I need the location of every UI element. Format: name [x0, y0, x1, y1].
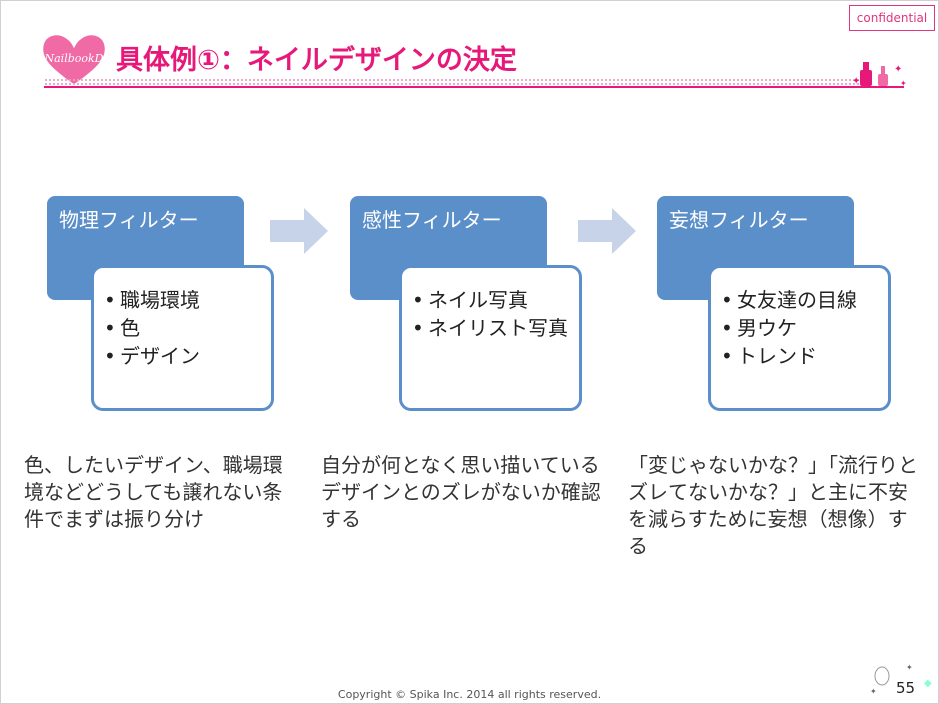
- arrow-right-icon: [270, 208, 328, 254]
- list-item: 色: [104, 314, 261, 342]
- flow-step-1-title: 物理フィルター: [59, 208, 199, 232]
- flow-step-1-list: 職場環境 色 デザイン: [91, 265, 274, 411]
- list-item: 職場環境: [104, 286, 261, 314]
- svg-text:✦: ✦: [852, 76, 860, 87]
- nail-polish-icon: ✦ ✦ ✦: [852, 62, 907, 88]
- arrow-right-icon: [578, 208, 636, 254]
- flow-step-2-list: ネイル写真 ネイリスト写真: [399, 265, 582, 411]
- title-underline: [44, 86, 904, 88]
- list-item: ネイリスト写真: [412, 314, 569, 342]
- description-2: 自分が何となく思い描いているデザインとのズレがないか確認する: [321, 453, 601, 531]
- title-dot-rule: [44, 78, 864, 88]
- list-item: トレンド: [721, 342, 878, 370]
- list-item: 男ウケ: [721, 314, 878, 342]
- svg-text:✦: ✦: [894, 64, 902, 75]
- heart-logo-icon: NailbookD: [40, 32, 108, 88]
- page-title: 具体例①：ネイルデザインの決定: [116, 45, 517, 76]
- list-item: ネイル写真: [412, 286, 569, 314]
- list-item: 女友達の目線: [721, 286, 878, 314]
- copyright-text: Copyright © Spika Inc. 2014 all rights r…: [337, 688, 602, 701]
- flow-step-3-list: 女友達の目線 男ウケ トレンド: [708, 265, 891, 411]
- svg-text:◆: ◆: [924, 678, 932, 689]
- page-number: 55: [896, 679, 916, 697]
- svg-text:✦: ✦: [870, 687, 877, 696]
- flow-step-2-title: 感性フィルター: [362, 208, 502, 232]
- flow-step-3-header: 妄想フィルター: [657, 196, 854, 300]
- description-3: 「変じゃないかな？」「流行りとズレてないかな？」と主に不安を減らすために妄想（想…: [628, 453, 918, 558]
- sparkle-decoration-icon: ✦ ✦ ◆: [870, 663, 932, 696]
- description-1: 色、したいデザイン、職場環境などどうしても譲れない条件でまずは振り分け: [24, 453, 283, 531]
- list-item: デザイン: [104, 342, 261, 370]
- confidential-badge: confidential: [849, 5, 935, 31]
- logo-text: NailbookD: [44, 52, 104, 65]
- svg-text:✦: ✦: [900, 79, 907, 88]
- flow-step-3-title: 妄想フィルター: [669, 208, 809, 232]
- svg-text:✦: ✦: [906, 663, 913, 672]
